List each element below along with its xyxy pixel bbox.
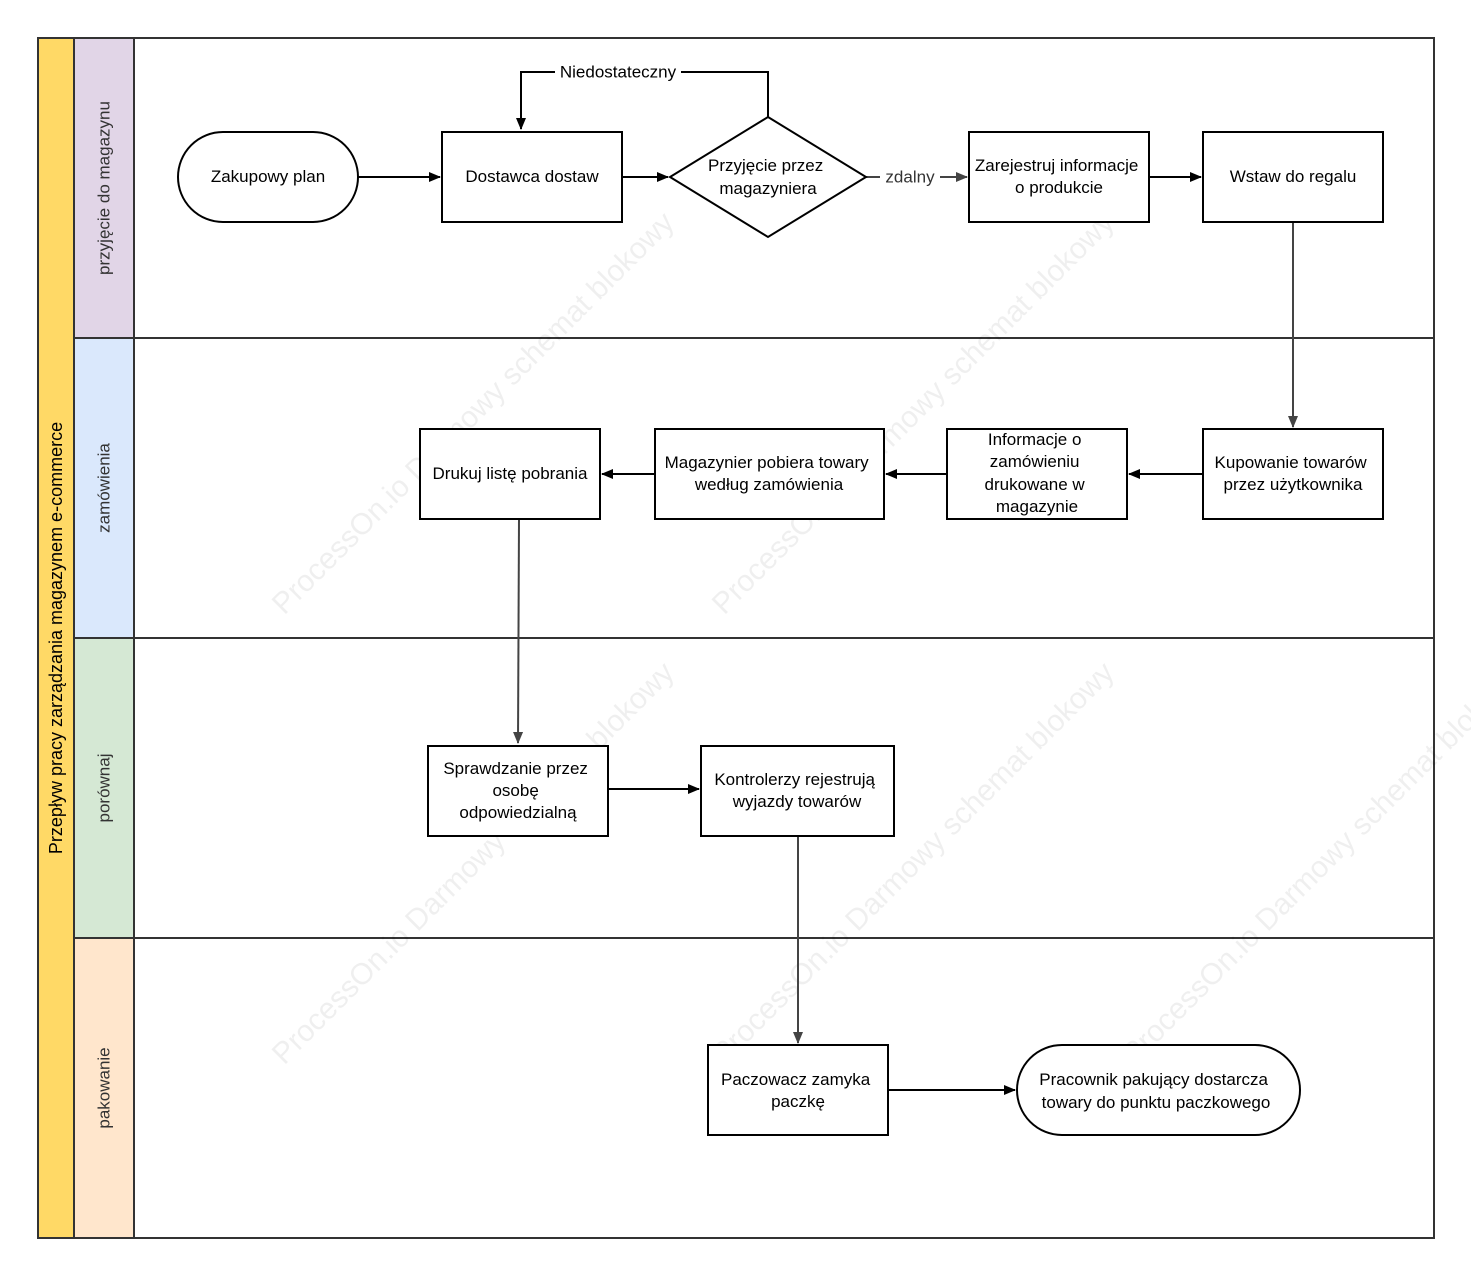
process-shape <box>968 131 1150 223</box>
node-zarejestruj: Zarejestruj informacje o produkcie <box>968 131 1150 223</box>
pool-header <box>37 37 75 1239</box>
process-shape <box>1202 428 1384 520</box>
process-shape <box>946 428 1128 520</box>
process-shape <box>700 745 895 837</box>
node-dostawca-dostaw: Dostawca dostaw <box>441 131 623 223</box>
watermark-text: ProcessOn.io Darmowy schemat blokowy <box>706 206 1121 621</box>
edge-label-e4: Niedostateczny <box>560 63 677 82</box>
edge-label-e3: zdalny <box>885 168 935 187</box>
lane-zam: zamówienia <box>73 337 1435 639</box>
lane-zam-header <box>73 337 135 639</box>
node-kupowanie: Kupowanie towarów przez użytkownika <box>1202 428 1384 520</box>
node-wstaw-do-regalu: Wstaw do regalu <box>1202 131 1384 223</box>
process-shape <box>441 131 623 223</box>
node-magazynier-pobiera: Magazynier pobiera towary według zamówie… <box>654 428 885 520</box>
edge-label-bg <box>555 60 681 84</box>
node-label: Drukuj listę pobrania <box>433 464 589 483</box>
lane-pak-body <box>133 937 1435 1239</box>
node-label: Magazynier pobiera towary według zamówie… <box>665 453 874 494</box>
pool-title: Przepływ pracy zarządzania magazynem e-c… <box>46 422 66 854</box>
node-kontrolerzy: Kontrolerzy rejestrują wyjazdy towarów <box>700 745 895 837</box>
process-shape <box>1202 131 1384 223</box>
process-shape <box>707 1044 889 1136</box>
node-paczowacz: Paczowacz zamyka paczkę <box>707 1044 889 1136</box>
pool: Przepływ pracy zarządzania magazynem e-c… <box>37 37 75 1239</box>
process-shape <box>654 428 885 520</box>
node-label: Dostawca dostaw <box>465 167 599 186</box>
lane-por-header <box>73 637 135 939</box>
lane-prz-label: przyjęcie do magazynu <box>95 101 114 275</box>
node-label: Sprawdzanie przez osobę odpowiedzialną <box>443 759 592 822</box>
node-label: Pracownik pakujący dostarcza towary do p… <box>1039 1070 1272 1112</box>
node-label: Wstaw do regalu <box>1230 167 1357 186</box>
lane-por-label: porównaj <box>95 754 114 823</box>
decision-shape <box>668 115 868 239</box>
terminal-shape <box>177 131 359 223</box>
node-zakupowy-plan: Zakupowy plan <box>177 131 359 223</box>
process-shape <box>419 428 601 520</box>
lane-pak-header <box>73 937 135 1239</box>
node-label: Paczowacz zamyka paczkę <box>721 1070 875 1111</box>
lane-pak: pakowanie <box>73 937 1435 1239</box>
node-pracownik-pakujacy: Pracownik pakujący dostarcza towary do p… <box>1016 1044 1301 1136</box>
watermark-text: ProcessOn.io Darmowy schemat blokowy <box>266 206 681 621</box>
node-sprawdzanie: Sprawdzanie przez osobę odpowiedzialną <box>427 745 609 837</box>
terminal-shape <box>1016 1044 1301 1136</box>
edge-labels: Niedostateczny zdalny <box>555 60 940 189</box>
lane-zam-label: zamówienia <box>95 443 114 533</box>
process-shape <box>427 745 609 837</box>
watermark-text: ProcessOn.io Darmowy schemat blokowy <box>266 656 681 1071</box>
node-label: Zakupowy plan <box>211 167 325 186</box>
node-label: Przyjęcie przez magazyniera <box>708 156 828 198</box>
watermark-text: ProcessOn.io Darmowy schemat blokowy <box>706 656 1121 1071</box>
lane-pak-label: pakowanie <box>95 1047 114 1128</box>
node-label: Kupowanie towarów przez użytkownika <box>1215 453 1372 494</box>
watermark-text: ProcessOn.io Darmowy schemat blokowy <box>1116 656 1471 1071</box>
edge-e10 <box>513 518 524 744</box>
lane-prz-header <box>73 37 135 339</box>
node-przyjecie-decision: Przyjęcie przez magazyniera <box>668 115 868 239</box>
node-label: Zarejestruj informacje o produkcie <box>975 156 1143 197</box>
node-drukuj-liste: Drukuj listę pobrania <box>419 428 601 520</box>
edge-label-bg <box>880 165 940 189</box>
node-label: Informacje o zamówieniu drukowane w maga… <box>985 430 1090 516</box>
node-label: Kontrolerzy rejestrują wyjazdy towarów <box>714 770 879 811</box>
node-informacje: Informacje o zamówieniu drukowane w maga… <box>946 428 1128 520</box>
